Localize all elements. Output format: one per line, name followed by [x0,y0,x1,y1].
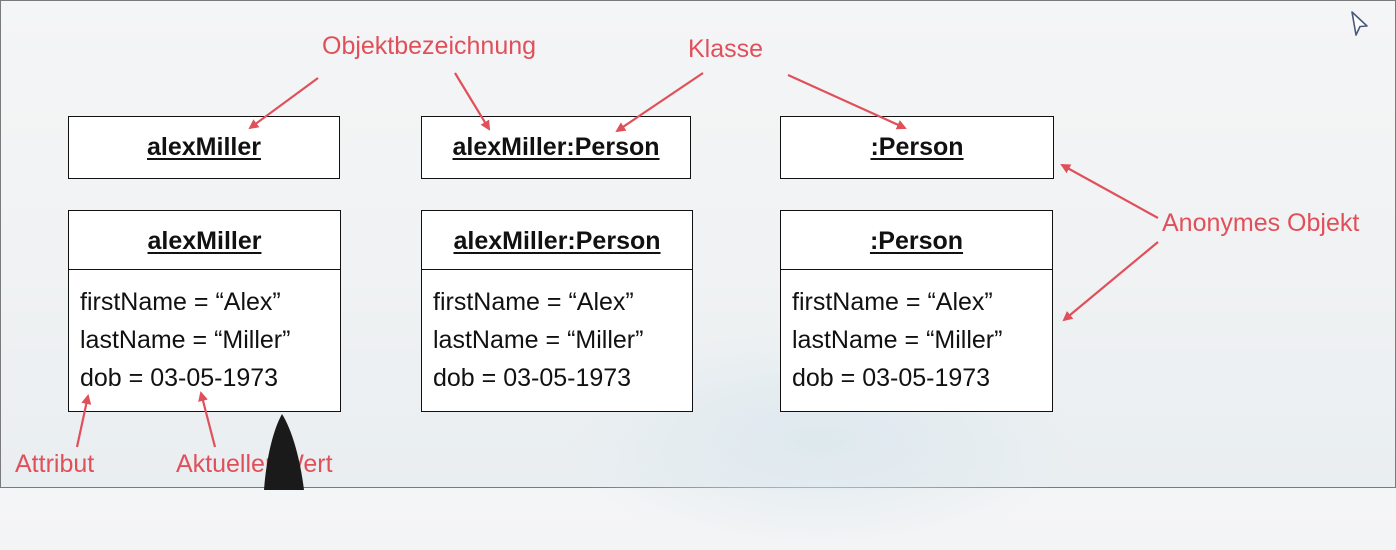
attribute-firstname: firstName = “Alex” [792,288,993,316]
arrow-objektbezeichnung-to-typed [454,72,491,131]
object-box-anonymous-with-attributes: :Person firstName = “Alex” lastName = “M… [780,210,1053,412]
object-title: alexMiller:Person [452,133,660,161]
attribute-list: firstName = “Alex” lastName = “Miller” d… [422,270,692,397]
arrow-klasse-to-person [787,73,907,130]
arrow-klasse-to-typed [615,72,704,133]
attribute-firstname: firstName = “Alex” [80,288,281,316]
object-title: :Person [869,227,964,255]
presenter-pointer-icon [264,414,304,490]
attribute-dob: dob = 03-05-1973 [80,364,279,392]
label-anonymes-objekt: Anonymes Objekt [1162,209,1360,237]
mouse-cursor-icon [1351,11,1368,36]
label-klasse: Klasse [688,35,764,63]
arrow-anonymes-to-top [1060,164,1159,219]
object-title: alexMiller [147,227,262,255]
attribute-lastname: lastName = “Miller” [433,326,644,354]
object-box-anonymous: :Person [780,116,1054,179]
attribute-list: firstName = “Alex” lastName = “Miller” d… [781,270,1052,397]
annotation-arrows [75,72,1159,448]
object-box-named-typed: alexMiller:Person [421,116,691,179]
object-box-named-typed-with-attributes: alexMiller:Person firstName = “Alex” las… [421,210,693,412]
object-title: alexMiller [147,133,261,161]
object-box-header: alexMiller:Person [422,211,692,270]
object-title: alexMiller:Person [453,227,661,255]
label-objektbezeichnung: Objektbezeichnung [322,32,537,60]
attribute-dob: dob = 03-05-1973 [792,364,991,392]
attribute-lastname: lastName = “Miller” [80,326,291,354]
arrow-objektbezeichnung-to-alexmiller [248,77,319,130]
arrow-attribut [75,394,92,448]
label-aktueller-wert: Aktueller Wert [176,450,333,478]
arrow-aktueller-wert [198,391,217,448]
object-box-named-with-attributes: alexMiller firstName = “Alex” lastName =… [68,210,341,412]
attribute-lastname: lastName = “Miller” [792,326,1003,354]
arrow-anonymes-to-bottom [1062,241,1159,322]
attribute-dob: dob = 03-05-1973 [433,364,632,392]
label-attribut: Attribut [15,450,95,478]
attribute-list: firstName = “Alex” lastName = “Miller” d… [69,270,340,397]
object-box-header: alexMiller [69,211,340,270]
object-box-header: :Person [781,211,1052,270]
object-title: :Person [870,133,964,161]
attribute-firstname: firstName = “Alex” [433,288,634,316]
object-box-named: alexMiller [68,116,340,179]
